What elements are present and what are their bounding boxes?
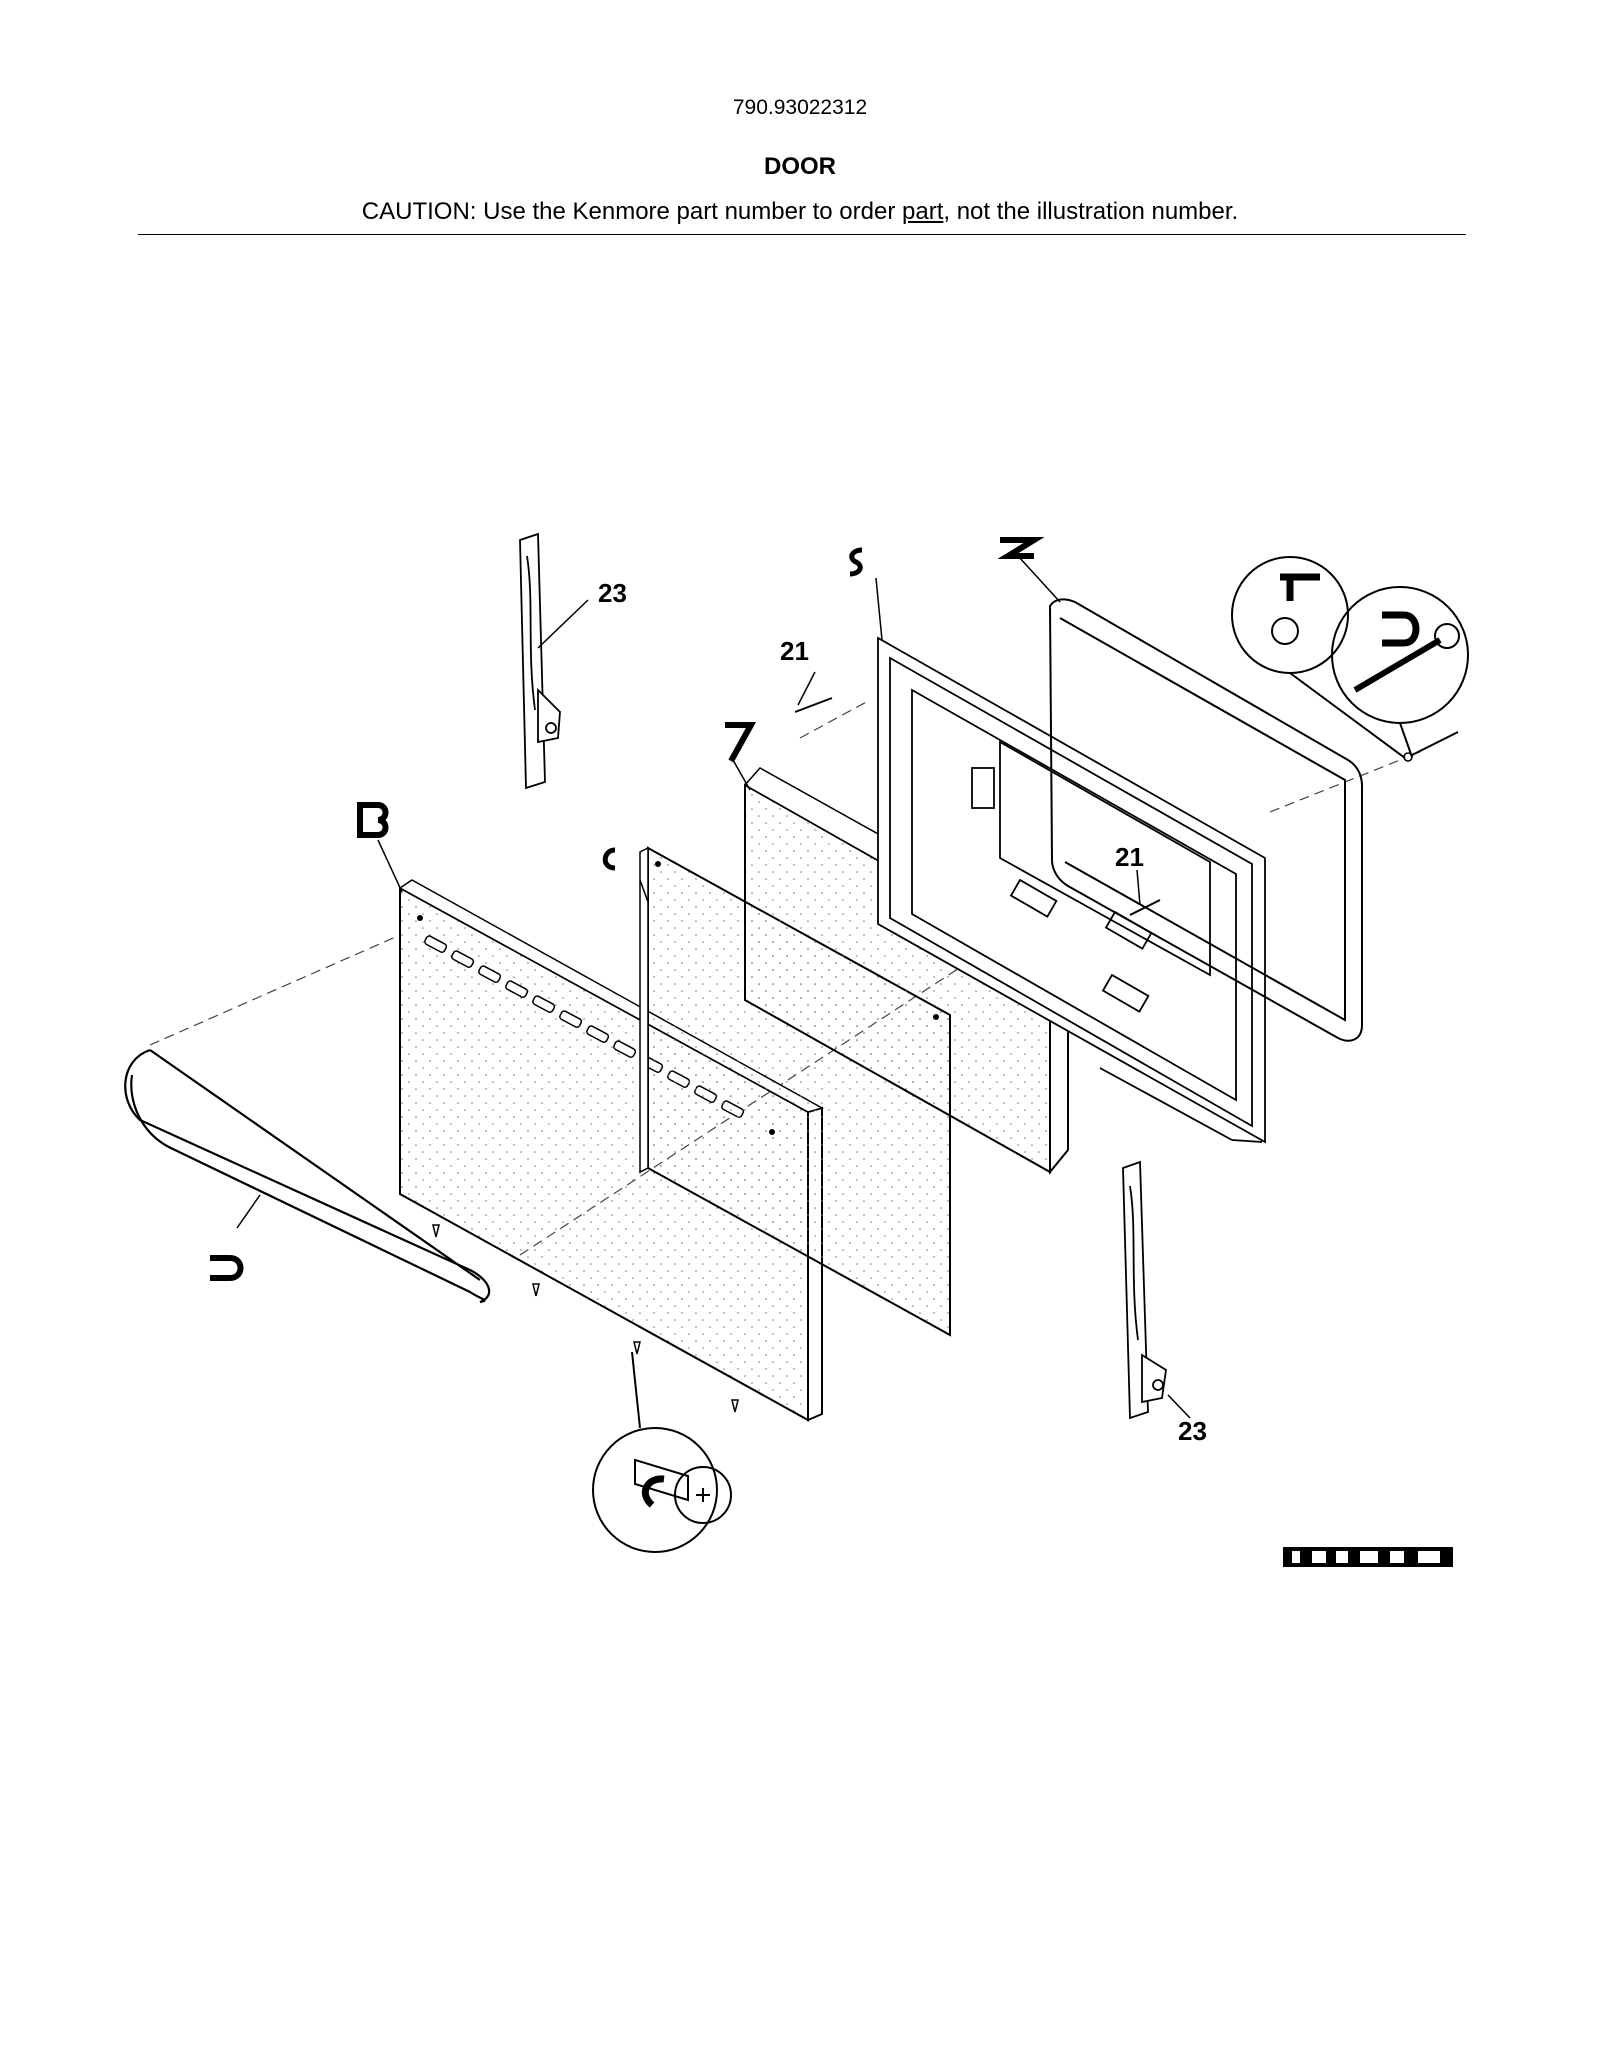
hinge-lower [1122,1160,1167,1420]
header-rule [138,234,1466,235]
door-screws [432,697,1459,1413]
caution-text-before: CAUTION: Use the Kenmore part number to … [361,198,902,225]
hinge-upper [519,532,561,790]
caution-note: CAUTION: Use the Kenmore part number to … [0,198,1600,226]
caution-text-after: , not the illustration number. [943,198,1239,225]
bolt-detail-circle [1331,586,1469,758]
drawing-id-mark [1283,1547,1453,1567]
section-title: DOOR [764,153,836,180]
callout-screw-upper: 21 [780,636,809,666]
washer-detail-circle [1231,556,1406,759]
door-handle [124,1048,491,1304]
callout-leaders [236,555,1191,1419]
callout-hinge-lower: 23 [1178,1416,1207,1446]
caution-underlined-word: part [902,198,944,225]
callout-screw-lower: 21 [1115,842,1144,872]
stylized-callout-glyphs [210,537,1420,1508]
inner-door-liner [877,636,1266,1144]
door-gasket [1048,598,1363,1042]
screw-detail-circle [592,1351,732,1553]
door-glass [639,846,951,1337]
model-number: 790.93022312 [732,96,868,119]
callout-hinge-upper: 23 [598,578,627,608]
